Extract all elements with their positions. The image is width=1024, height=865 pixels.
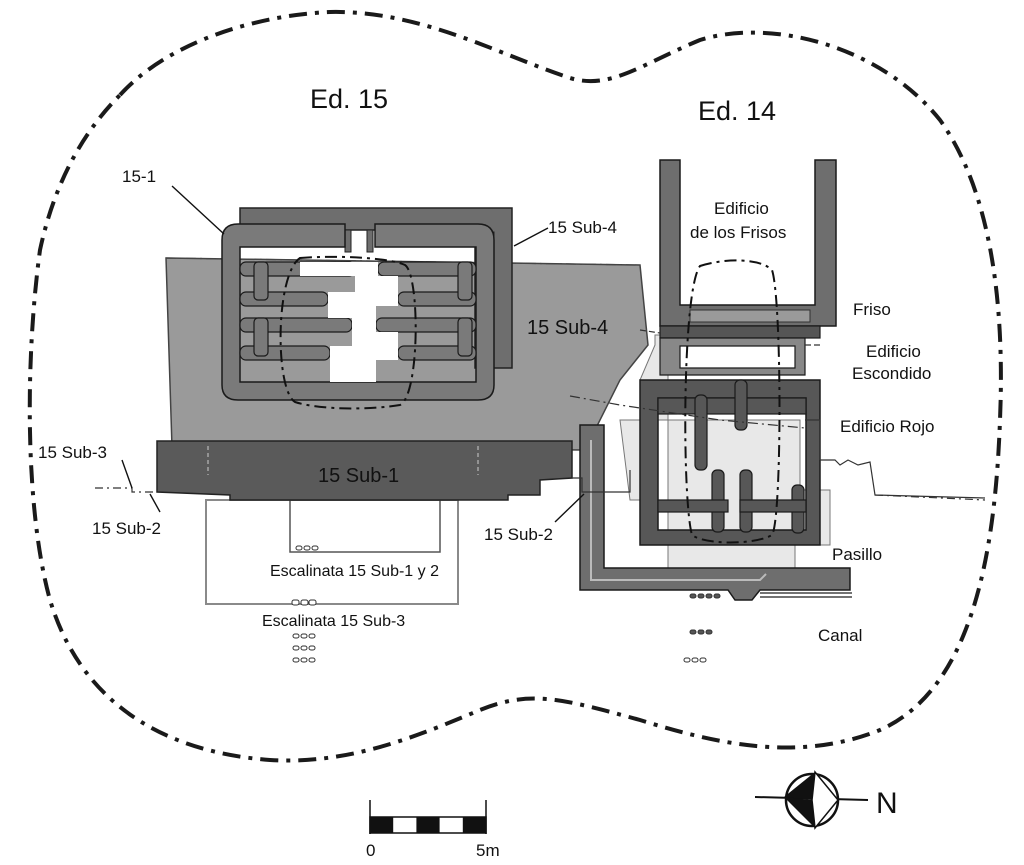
- label-15-sub-3: 15 Sub-3: [38, 443, 107, 462]
- canal-stones: [683, 593, 721, 663]
- canal-structure: [579, 424, 851, 601]
- label-friso: Friso: [853, 300, 891, 319]
- building-15-1: [221, 223, 495, 401]
- label-edificio-rojo: Edificio Rojo: [840, 417, 935, 436]
- scale-label-min: 0: [366, 841, 375, 860]
- edificio-14: [579, 159, 852, 663]
- label-ed-15: Ed. 15: [310, 84, 388, 114]
- label-15-sub-1: 15 Sub-1: [318, 465, 399, 487]
- label-15-sub-4-main: 15 Sub-4: [527, 317, 608, 339]
- label-edificio-de-los-frisos-1: Edificio: [714, 199, 769, 218]
- label-edificio-de-los-frisos-2: de los Frisos: [690, 223, 786, 242]
- leader-lines: [121, 185, 585, 523]
- friso-band: [659, 325, 821, 339]
- label-15-sub-2-left: 15 Sub-2: [92, 519, 161, 538]
- north-arrow-icon: [784, 772, 815, 800]
- stair-stones: [291, 545, 319, 663]
- label-canal: Canal: [818, 626, 862, 645]
- label-15-sub-4-top: 15 Sub-4: [548, 218, 617, 237]
- label-15-sub-2-right: 15 Sub-2: [484, 525, 553, 544]
- edificio-15: [156, 207, 649, 663]
- edificio-de-los-frisos: [659, 159, 837, 327]
- label-ed-14: Ed. 14: [698, 96, 776, 126]
- excavation-boundary: [27, 9, 1003, 763]
- scale-bar: 0 5m: [366, 800, 500, 860]
- label-escalinata-15-sub-1-2: Escalinata 15 Sub-1 y 2: [270, 563, 439, 580]
- trench-ed-15: [279, 255, 417, 410]
- label-15-1: 15-1: [122, 167, 156, 186]
- scale-label-max: 5m: [476, 841, 500, 860]
- edificio-escondido: [659, 337, 806, 376]
- platform-15-sub-1: [156, 440, 573, 501]
- label-edificio-escondido-2: Escondido: [852, 364, 931, 383]
- label-edificio-escondido-1: Edificio: [866, 342, 921, 361]
- label-escalinata-15-sub-3: Escalinata 15 Sub-3: [262, 613, 405, 630]
- north-label: N: [876, 787, 898, 820]
- escalinata-15-sub-1-2-outline: [289, 499, 441, 553]
- section-lines: [95, 329, 986, 501]
- label-pasillo: Pasillo: [832, 545, 882, 564]
- north-arrow: N: [754, 770, 898, 830]
